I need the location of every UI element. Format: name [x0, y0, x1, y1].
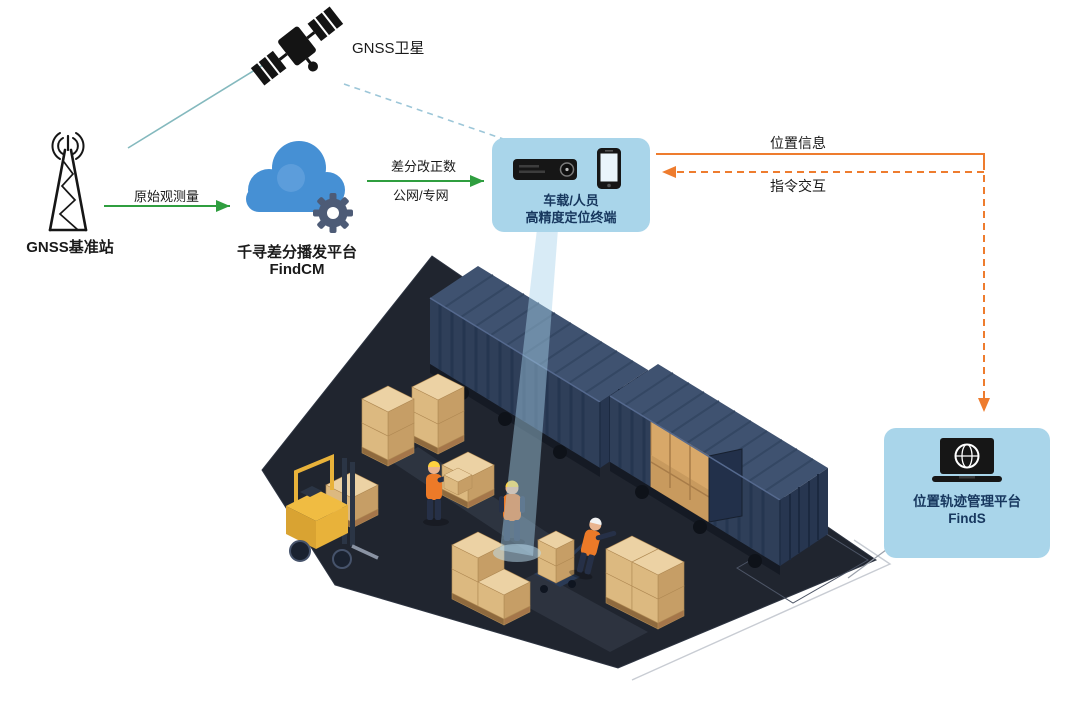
antenna-tower-icon: [48, 132, 88, 232]
satellite-icon: [250, 6, 344, 86]
command-exchange-label: 指令交互: [770, 178, 826, 194]
pallet-jack-icon: [534, 530, 590, 593]
findcm-title: 千寻差分播发平台: [236, 244, 357, 261]
yard-boundary-line: [631, 539, 892, 681]
finds-node: 位置轨迹管理平台 FindS: [884, 428, 1050, 558]
terminal-label-line2: 高精度定位终端: [525, 210, 617, 225]
finds-callout-line: [847, 549, 887, 579]
worker-icon: [499, 480, 525, 546]
pallet-stack: [605, 535, 685, 630]
pallet-stack: [451, 531, 531, 626]
corrections-label-line1: 差分改正数: [391, 159, 457, 174]
terminal-node: 车载/人员 高精度定位终端: [492, 138, 650, 232]
gear-icon: [313, 193, 353, 233]
findcm-subtitle: FindCM: [269, 261, 325, 278]
satellite-base-link: [127, 61, 269, 149]
vehicle-terminal-icon: [513, 159, 577, 180]
worker-icon: [569, 517, 617, 580]
worker-icon: [423, 461, 473, 526]
raw-observation-label: 原始观测量: [134, 189, 200, 204]
cloud-icon: [246, 141, 345, 212]
laptop-globe-icon: [932, 438, 1002, 482]
position-info-label: 位置信息: [770, 135, 826, 151]
position-info-line: [656, 153, 985, 163]
shipping-container-2: [609, 364, 828, 575]
finds-title: 位置轨迹管理平台: [913, 494, 1021, 509]
phone-icon: [597, 148, 621, 189]
satellite-label: GNSS卫星: [352, 40, 425, 57]
satellite-terminal-link: [343, 83, 513, 143]
finds-subtitle: FindS: [948, 511, 986, 526]
warehouse-scene: [261, 229, 892, 681]
corrections-label-line2: 公网/专网: [393, 188, 449, 203]
forklift-icon: [286, 454, 379, 569]
positioning-beam: [493, 229, 558, 562]
base-station-label: GNSS基准站: [26, 239, 114, 256]
terminal-label-line1: 车载/人员: [543, 193, 599, 208]
vehicle-terminal-and-phone-icon: [513, 148, 621, 189]
